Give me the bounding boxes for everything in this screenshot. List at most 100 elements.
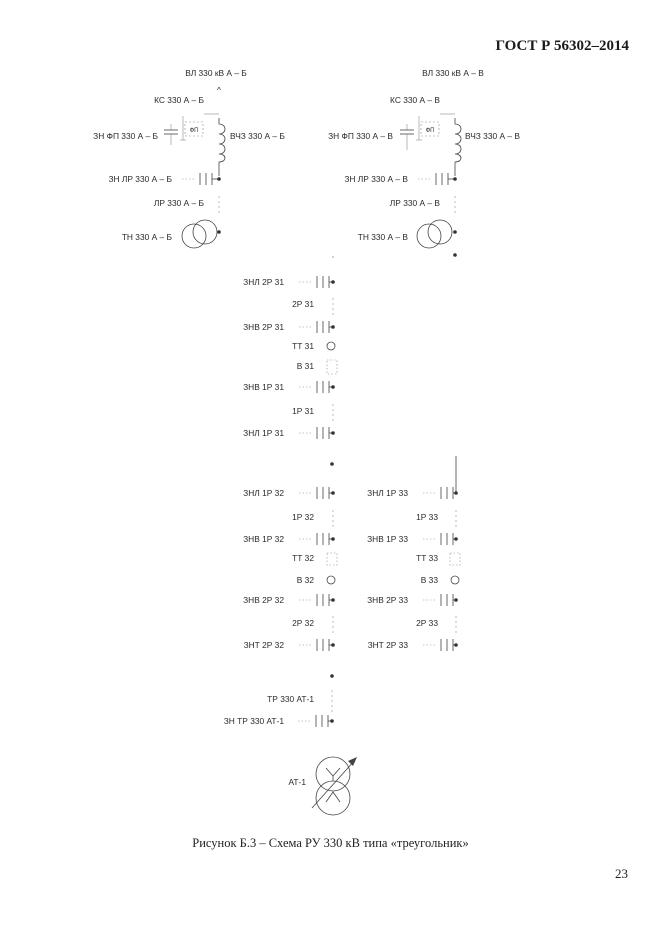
label-tr-at1: ТР 330 АТ-1	[267, 694, 314, 704]
standard-header: ГОСТ Р 56302–2014	[495, 38, 629, 54]
label-tn-av: ТН 330 А – В	[358, 232, 409, 242]
node-dot	[330, 674, 334, 678]
node-dot	[331, 491, 335, 495]
label-at1: АТ-1	[289, 777, 307, 787]
label-znl-1r32: ЗНЛ 1Р 32	[243, 488, 284, 498]
earthing-switch-znl-1r33	[423, 487, 456, 499]
label-znt-2r33: ЗНТ 2Р 33	[368, 640, 409, 650]
earthing-switch-znl-1r31	[299, 427, 333, 439]
bay-33: ЗНЛ 1Р 33 1Р 33 ЗНВ 1Р 33 ТТ 33 В 33 ЗНВ…	[367, 487, 461, 651]
earthing-switch-znv-1r33	[423, 533, 456, 545]
label-vl-av: ВЛ 330 кВ А – В	[422, 68, 484, 78]
label-2r32: 2Р 32	[292, 618, 314, 628]
node-dot	[217, 177, 221, 181]
label-znl-1r31: ЗНЛ 1Р 31	[243, 428, 284, 438]
label-ks-av: КС 330 А – В	[390, 95, 440, 105]
line-entry-arrow-icon: ^	[217, 85, 221, 95]
node-dot	[217, 230, 221, 234]
earthing-switch-znv-2r31	[299, 321, 333, 333]
label-znt-2r32: ЗНТ 2Р 32	[244, 640, 285, 650]
line-bay-av: ВЛ 330 кВ А – В КС 330 А – В ЗН ФП 330 А…	[328, 68, 520, 257]
current-transformer-tt31	[326, 341, 336, 351]
earthing-switch-znv-2r32	[299, 594, 333, 606]
label-1r33: 1Р 33	[416, 512, 438, 522]
autotransformer-bay: ТР 330 АТ-1 ЗН ТР 330 АТ-1 АТ-1	[224, 674, 357, 816]
node-dot	[454, 491, 458, 495]
earthing-switch-zn-tr-at1	[298, 715, 332, 727]
label-vl-ab: ВЛ 330 кВ А – Б	[185, 68, 247, 78]
earthing-switch-znt-2r33	[423, 639, 456, 651]
filter-fp-av: ФП	[420, 121, 440, 137]
bay-31: ЗНЛ 2Р 31 2Р 31 ЗНВ 2Р 31 ТТ 31 В 31 ЗНВ…	[243, 276, 338, 439]
node-dot	[453, 253, 457, 257]
label-v32: В 32	[297, 575, 315, 585]
label-lr-ab: ЛР 330 А – Б	[154, 198, 205, 208]
breaker-v32	[326, 575, 336, 585]
label-znv-2r33: ЗНВ 2Р 33	[367, 595, 408, 605]
page-number: 23	[615, 866, 628, 881]
line-bay-ab: ВЛ 330 кВ А – Б ^ КС 330 А – Б ЗН ФП 330…	[93, 68, 285, 249]
label-2r33: 2Р 33	[416, 618, 438, 628]
label-tt33: ТТ 33	[416, 553, 438, 563]
earthing-switch-znv-1r31	[299, 381, 333, 393]
autotransformer-at1	[311, 756, 357, 816]
bay-32: ЗНЛ 1Р 32 1Р 32 ЗНВ 1Р 32 ТТ 32 В 32 ЗНВ…	[243, 487, 338, 651]
node-dot	[454, 643, 458, 647]
label-tt31: ТТ 31	[292, 341, 314, 351]
node-dot	[331, 325, 335, 329]
breaker-v33	[450, 575, 460, 585]
node-dot	[331, 643, 335, 647]
node-dot	[330, 719, 334, 723]
node-dot	[331, 537, 335, 541]
label-vchz-av: ВЧЗ 330 А – В	[465, 131, 520, 141]
node-dot	[453, 230, 457, 234]
label-1r32: 1Р 32	[292, 512, 314, 522]
label-zn-fp-av: ЗН ФП 330 А – В	[328, 131, 393, 141]
label-1r31: 1Р 31	[292, 406, 314, 416]
earthing-switch-znv-2r33	[423, 594, 456, 606]
label-v31: В 31	[297, 361, 315, 371]
label-znv-1r31: ЗНВ 1Р 31	[243, 382, 284, 392]
label-vchz-ab: ВЧЗ 330 А – Б	[230, 131, 285, 141]
breaker-v31	[326, 359, 338, 375]
label-znv-2r32: ЗНВ 2Р 32	[243, 595, 284, 605]
earthing-switch-znl-1r32	[299, 487, 333, 499]
figure-caption: Рисунок Б.3 – Схема РУ 330 кВ типа «треу…	[192, 836, 469, 850]
node-dot	[330, 462, 334, 466]
label-znv-1r32: ЗНВ 1Р 32	[243, 534, 284, 544]
node-dot	[331, 431, 335, 435]
earthing-switch-znl-2r31	[299, 276, 333, 288]
current-transformer-tt33	[449, 552, 461, 566]
voltage-transformer-tn-ab	[181, 219, 219, 249]
hf-trap-coil-ab	[218, 118, 226, 176]
label-znv-1r33: ЗНВ 1Р 33	[367, 534, 408, 544]
label-znl-1r33: ЗНЛ 1Р 33	[367, 488, 408, 498]
node-dot	[331, 280, 335, 284]
hf-trap-coil-av	[454, 118, 462, 176]
node-dot	[331, 598, 335, 602]
node-dot	[453, 177, 457, 181]
node-dot	[454, 537, 458, 541]
earthing-switch-znv-1r32	[299, 533, 333, 545]
current-transformer-tt32	[326, 552, 338, 566]
coupling-capacitor-av	[400, 113, 455, 150]
label-2r31: 2Р 31	[292, 299, 314, 309]
earthing-switch-zn-lr-ab	[182, 173, 219, 185]
label-lr-av: ЛР 330 А – В	[390, 198, 441, 208]
label-zn-tr-at1: ЗН ТР 330 АТ-1	[224, 716, 285, 726]
label-znv-2r31: ЗНВ 2Р 31	[243, 322, 284, 332]
svg-text:ФП: ФП	[190, 128, 199, 134]
label-v33: В 33	[421, 575, 439, 585]
label-ks-ab: КС 330 А – Б	[154, 95, 204, 105]
node-dot	[331, 385, 335, 389]
label-zn-fp-ab: ЗН ФП 330 А – Б	[93, 131, 158, 141]
label-tt32: ТТ 32	[292, 553, 314, 563]
earthing-switch-znt-2r32	[299, 639, 333, 651]
filter-fp-ab: ФП	[184, 121, 204, 137]
label-znl-2r31: ЗНЛ 2Р 31	[243, 277, 284, 287]
voltage-transformer-tn-av	[416, 219, 455, 249]
earthing-switch-zn-lr-av	[418, 173, 455, 185]
svg-text:ФП: ФП	[426, 128, 435, 134]
coupling-capacitor-ab	[164, 113, 219, 145]
label-tn-ab: ТН 330 А – Б	[122, 232, 173, 242]
